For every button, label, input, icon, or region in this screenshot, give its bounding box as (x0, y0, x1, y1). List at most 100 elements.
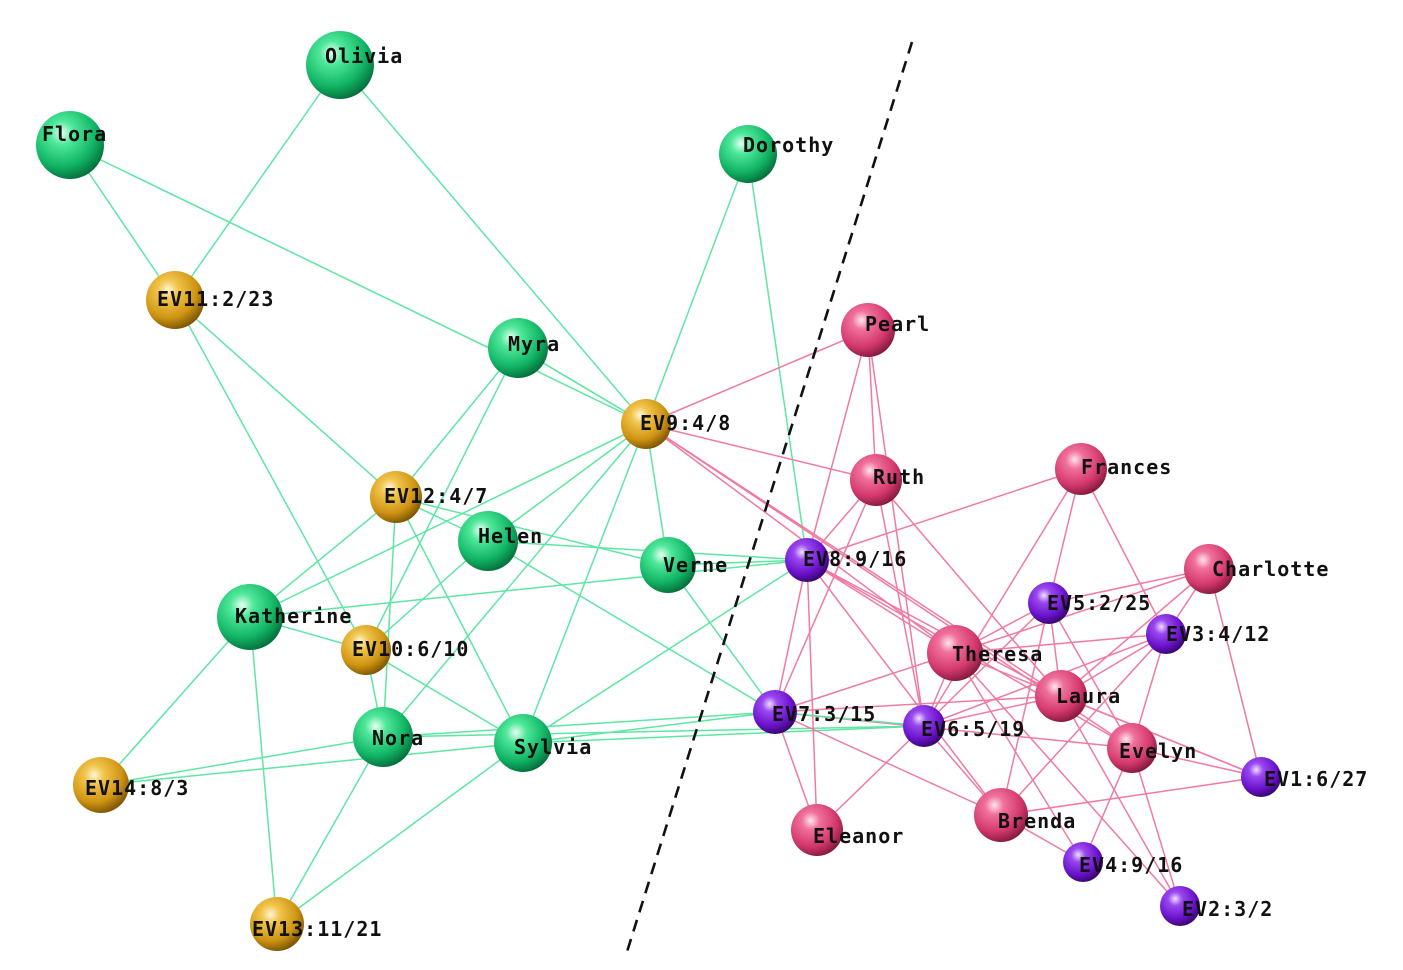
edge-ev10-sylvia (365, 649, 524, 744)
edge-ruth-laura (875, 479, 1062, 697)
edge-sylvia-ev8 (522, 559, 808, 744)
edge-myra-ev12 (395, 347, 519, 498)
edge-verne-ev7 (667, 564, 776, 713)
node-sphere (1241, 757, 1281, 797)
edge-olivia-ev9 (339, 64, 647, 425)
node-label: EV5:2/25 (1047, 591, 1151, 615)
node-katherine[interactable]: Katherine (217, 584, 352, 650)
node-ev8[interactable]: EV8:9/16 (785, 538, 907, 582)
edge-nora-ev6 (382, 725, 925, 738)
node-ev5[interactable]: EV5:2/25 (1028, 582, 1151, 624)
edge-laura-ev1 (1060, 695, 1262, 778)
node-ev10[interactable]: EV10:6/10 (341, 625, 469, 675)
node-ev12[interactable]: EV12:4/7 (370, 471, 488, 523)
node-ev7[interactable]: EV7:3/15 (753, 690, 876, 734)
node-ev13[interactable]: EV13:11/21 (250, 897, 382, 951)
node-sphere (1035, 670, 1087, 722)
edge-frances-ev8 (806, 468, 1082, 561)
node-sphere (621, 399, 671, 449)
edge-myra-ev10 (365, 347, 519, 651)
node-eleanor[interactable]: Eleanor (791, 804, 904, 856)
node-ev1[interactable]: EV1:6/27 (1241, 757, 1368, 797)
edge-olivia-ev11 (174, 64, 341, 301)
edge-ev9-helen (487, 423, 647, 542)
node-sylvia[interactable]: Sylvia (494, 714, 592, 772)
node-sphere (146, 271, 204, 329)
edge-ev5-brenda (1000, 602, 1050, 816)
node-ruth[interactable]: Ruth (850, 454, 925, 506)
node-verne[interactable]: Verne (640, 537, 728, 593)
node-ev4[interactable]: EV4:9/16 (1063, 842, 1183, 882)
node-frances[interactable]: Frances (1055, 443, 1172, 495)
node-helen[interactable]: Helen (458, 511, 543, 571)
edge-ev9-ruth (645, 423, 877, 481)
edge-nora-ev7 (382, 711, 776, 738)
node-brenda[interactable]: Brenda (974, 788, 1076, 842)
node-label: Flora (42, 122, 107, 146)
node-label: EV6:5/19 (921, 717, 1025, 741)
node-sphere (217, 584, 283, 650)
edge-brenda-ev7 (774, 711, 1002, 816)
edge-theresa-ev4 (954, 652, 1084, 863)
node-sphere (36, 111, 104, 179)
node-label: Katherine (235, 604, 352, 628)
edge-katherine-ev13 (249, 616, 278, 925)
edge-laura-ev2 (1060, 695, 1181, 907)
node-label: Verne (663, 553, 728, 577)
edge-katherine-ev14 (100, 616, 251, 786)
node-label: Olivia (325, 44, 403, 68)
edge-evelyn-ev2 (1131, 747, 1181, 907)
node-dorothy[interactable]: Dorothy (719, 125, 834, 183)
edge-charlotte-ev5 (1048, 568, 1210, 604)
node-sphere (341, 625, 391, 675)
edge-frances-ev6 (923, 468, 1082, 727)
node-label: Dorothy (743, 133, 834, 157)
node-ev11[interactable]: EV11:2/23 (146, 271, 274, 329)
node-myra[interactable]: Myra (488, 318, 560, 378)
node-ev2[interactable]: EV2:3/2 (1160, 886, 1273, 926)
node-ev6[interactable]: EV6:5/19 (903, 705, 1025, 747)
node-sphere (1107, 723, 1157, 773)
node-sphere (1184, 544, 1234, 594)
edge-ev9-theresa (645, 423, 956, 654)
node-pearl[interactable]: Pearl (841, 303, 930, 357)
node-label: EV7:3/15 (772, 702, 876, 726)
node-label: Ruth (873, 465, 925, 489)
edge-pearl-ev6 (867, 329, 925, 727)
edge-ruth-ev7 (774, 479, 877, 713)
node-label: EV1:6/27 (1264, 767, 1368, 791)
edge-nora-ev13 (276, 736, 384, 925)
node-ev3[interactable]: EV3:4/12 (1146, 614, 1270, 654)
node-laura[interactable]: Laura (1035, 670, 1121, 722)
node-sphere (353, 707, 413, 767)
node-label: Theresa (952, 642, 1043, 666)
node-charlotte[interactable]: Charlotte (1184, 544, 1329, 594)
edge-theresa-ev2 (954, 652, 1181, 907)
node-label: EV13:11/21 (252, 917, 382, 941)
node-theresa[interactable]: Theresa (927, 625, 1043, 681)
edge-dorothy-ev8 (747, 153, 808, 561)
node-ev9[interactable]: EV9:4/8 (621, 399, 731, 449)
edge-charlotte-laura (1060, 568, 1210, 697)
node-olivia[interactable]: Olivia (306, 31, 403, 99)
node-label: Sylvia (514, 735, 592, 759)
node-evelyn[interactable]: Evelyn (1107, 723, 1197, 773)
node-flora[interactable]: Flora (36, 111, 107, 179)
edge-ev8-ev7 (774, 559, 808, 713)
edge-ev8-theresa (806, 559, 956, 654)
edge-ev5-ev6 (923, 602, 1050, 727)
node-ev14[interactable]: EV14:8/3 (73, 757, 189, 813)
node-label: Pearl (865, 312, 930, 336)
node-label: EV2:3/2 (1182, 897, 1273, 921)
edge-ev8-eleanor (806, 559, 818, 831)
edge-ev9-pearl (645, 329, 869, 425)
node-sphere (1028, 582, 1070, 624)
edge-ev3-brenda (1000, 633, 1167, 816)
node-nora[interactable]: Nora (353, 707, 424, 767)
edge-ev9-nora (382, 423, 647, 738)
node-sphere (1063, 842, 1103, 882)
edge-ev7-ev6 (774, 711, 925, 727)
node-label: EV9:4/8 (640, 411, 731, 435)
